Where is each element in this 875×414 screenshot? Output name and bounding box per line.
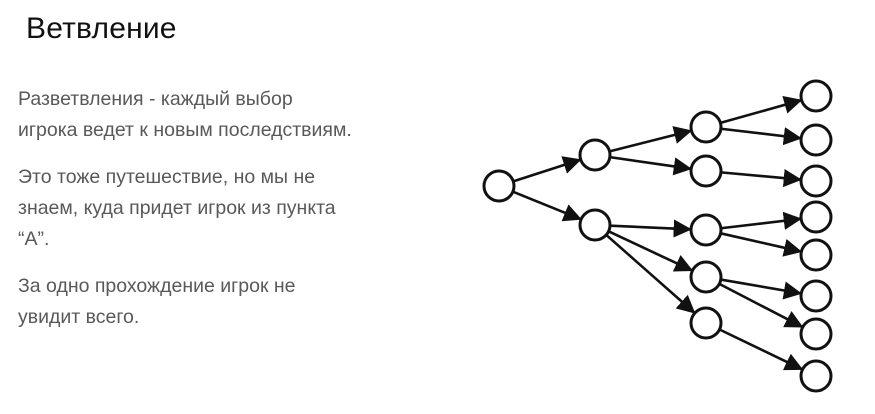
node-a1 [689,110,723,144]
slide-title: Ветвление [26,12,177,45]
nodes-layer [482,79,833,393]
node-l2 [799,123,833,157]
edge-arrow-a-a2 [609,155,692,176]
edge-arrow-b2-l6 [720,278,803,300]
edge-arrow-root-b [512,190,582,222]
node-root [482,169,516,203]
node-l5 [799,238,833,272]
edge-arrow-b2-l7 [718,282,804,328]
edge-arrow-b-b3 [605,233,696,314]
edge-arrow-a-a1 [609,126,693,153]
paragraph-3: За одно прохождение игрок не увидит всег… [18,271,438,333]
node-b3 [689,306,723,340]
edge-arrow-b3-l8 [718,328,804,371]
paragraph-1: Разветвления - каждый выбор игрока ведет… [18,84,438,146]
paragraph-3-line-2: увидит всего. [18,306,140,328]
edges-layer [512,96,804,371]
paragraph-2: Это тоже путешествие, но мы не знаем, ку… [18,162,438,255]
node-l4 [799,200,833,234]
node-a2 [689,154,723,188]
paragraph-1-line-2: игрока ведет к новым последствиям. [18,119,352,141]
node-l1 [799,79,833,113]
node-b1 [689,213,723,247]
node-l6 [799,279,833,313]
paragraph-1-line-1: Разветвления - каждый выбор [18,88,293,110]
node-l3 [799,164,833,198]
node-a [578,138,612,172]
edge-arrow-b-b2 [608,230,694,272]
edge-arrow-b1-l4 [720,211,802,230]
edge-arrow-a1-l2 [720,127,802,146]
slide-body: Разветвления - каждый выбор игрока ведет… [18,84,438,349]
paragraph-2-line-1: Это тоже путешествие, но мы не [18,166,316,188]
paragraph-3-line-1: За одно прохождение игрок не [18,275,296,297]
edge-arrow-a2-l3 [720,169,802,188]
node-l8 [799,359,833,393]
node-b [578,208,612,242]
node-l7 [799,317,833,351]
edge-arrow-a1-l1 [720,96,803,125]
node-b2 [689,260,723,294]
paragraph-2-line-3: “A”. [18,228,50,250]
edge-arrow-b1-l5 [720,232,803,257]
paragraph-2-line-2: знаем, куда придет игрок из пункта [18,197,336,219]
edge-arrow-root-a [512,156,582,183]
edge-arrow-b-b1 [609,219,692,238]
